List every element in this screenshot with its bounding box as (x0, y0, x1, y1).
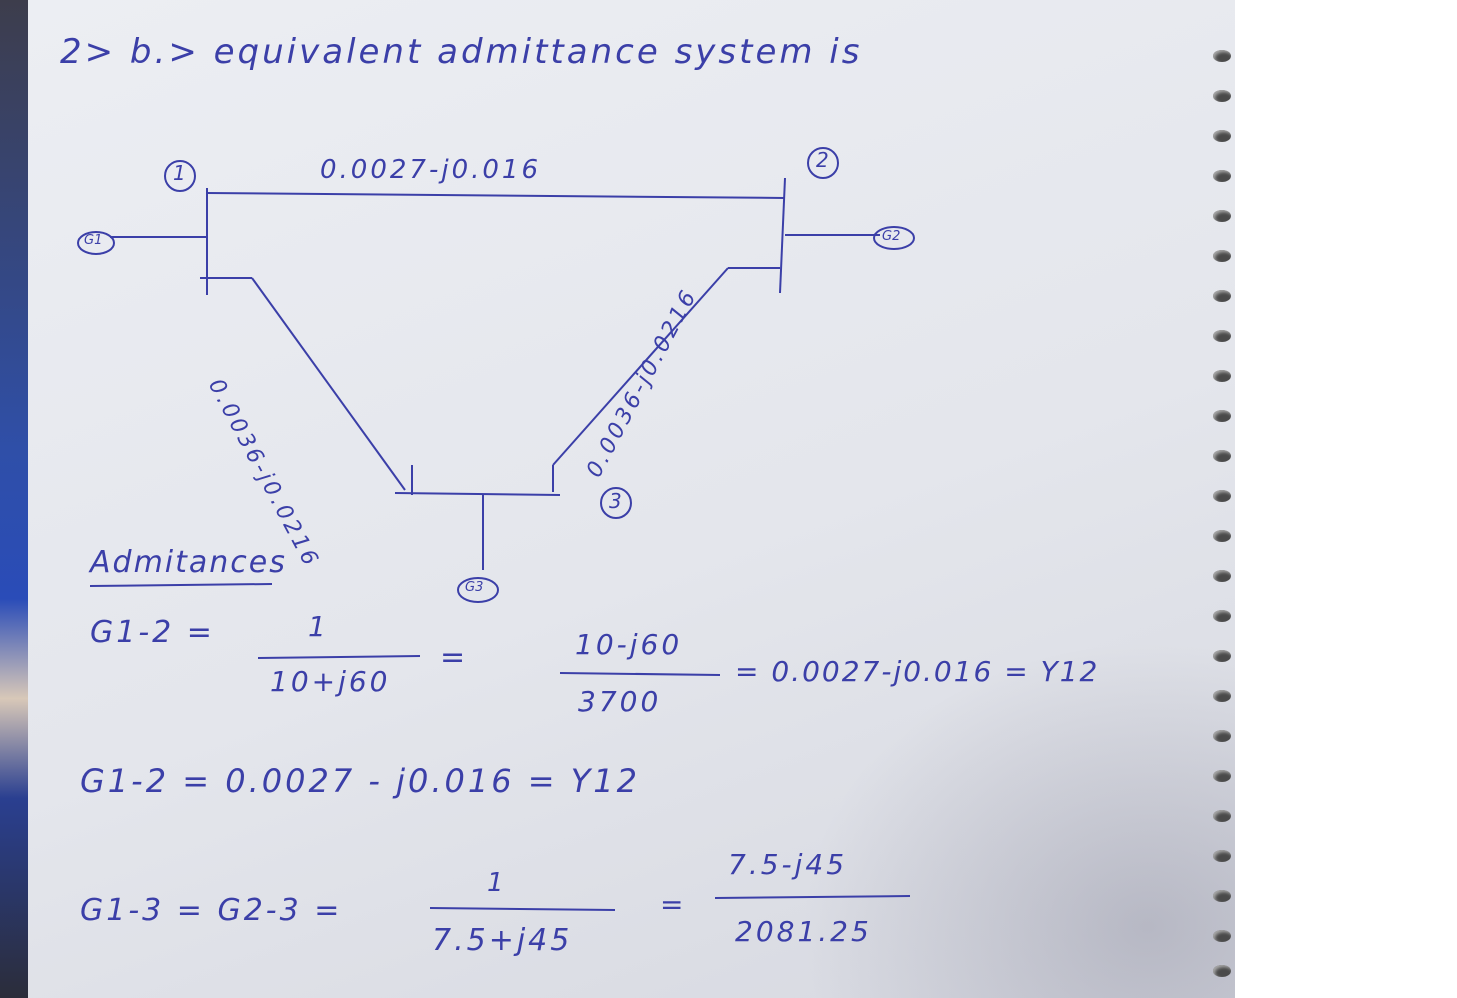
background-edge (0, 0, 28, 998)
admittances-heading: Admitances (90, 545, 287, 580)
line-1-2-value: 0.0027-j0.016 (320, 155, 542, 185)
gen-1-label: G1 (84, 233, 103, 248)
eq3-numerator-2: 7.5-j45 (728, 848, 848, 881)
bus-3-label: 3 (609, 489, 622, 513)
notebook-page (28, 0, 1235, 998)
eq1-result: = 0.0027-j0.016 = Y12 (735, 655, 1100, 688)
bus-2-label: 2 (816, 148, 829, 172)
eq3-denominator: 7.5+j45 (432, 923, 573, 958)
eq3-numerator: 1 (487, 868, 507, 898)
eq3-denominator-2: 2081.25 (735, 915, 872, 948)
heading-text: 2> b.> equivalent admittance system is (60, 32, 863, 72)
page-shadow (800, 640, 1235, 998)
eq3-equals: = (660, 888, 687, 921)
spiral-binding (1205, 40, 1235, 980)
bus-1-label: 1 (173, 161, 186, 185)
eq3-lhs: G1-3 = G2-3 = (80, 893, 343, 928)
eq1-denominator: 10+j60 (270, 665, 391, 698)
eq1-denominator-2: 3700 (578, 685, 662, 718)
notebook-photo: 2> b.> equivalent admittance system is 1… (0, 0, 1235, 998)
gen-3-label: G3 (465, 580, 484, 595)
power-system-diagram (77, 147, 915, 911)
eq2: G1-2 = 0.0027 - j0.016 = Y12 (80, 762, 640, 800)
gen-2-label: G2 (882, 229, 901, 244)
eq1-equals: = (440, 640, 469, 675)
eq1-lhs: G1-2 = (90, 615, 215, 650)
eq1-numerator-2: 10-j60 (575, 628, 683, 661)
eq1-numerator: 1 (308, 610, 329, 643)
